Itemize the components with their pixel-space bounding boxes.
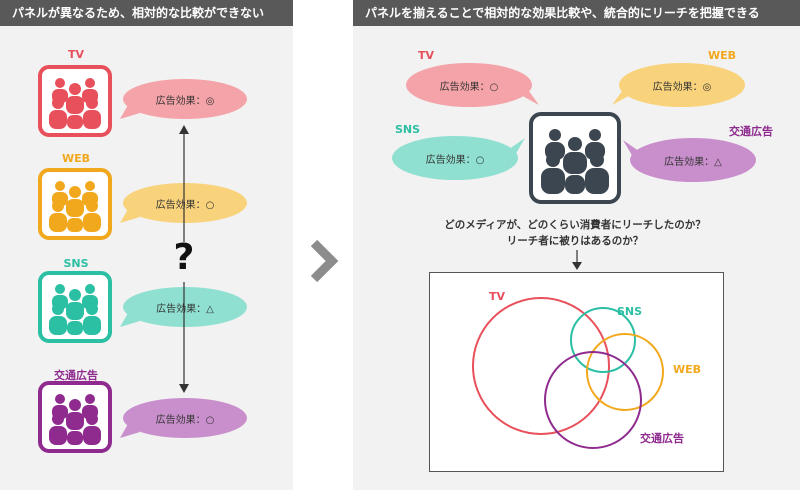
right-bubble-text-web: 広告効果：◎: [652, 82, 712, 93]
right-media-label-kotsu: 交通広告: [729, 125, 773, 138]
arrow-up-icon: [179, 125, 189, 134]
left-panel-title: パネルが異なるため、相対的な比較ができない: [0, 0, 293, 26]
venn-label-kotsu: 交通広告: [640, 432, 684, 445]
left-media-label-sns: SNS: [63, 257, 89, 270]
venn-circle-sns: [570, 307, 636, 373]
right-bubble-text-tv: 広告効果：○: [439, 82, 499, 93]
right-media-label-web: WEB: [708, 49, 737, 62]
venn-circle-web: [586, 333, 664, 411]
left-bubble-text-tv: 広告効果：◎: [155, 96, 215, 107]
arrow-down-icon: [179, 384, 189, 393]
right-media-label-sns: SNS: [395, 123, 421, 136]
left-media-label-tv: TV: [67, 48, 85, 61]
left-bubble-text-web: 広告効果：○: [155, 200, 215, 211]
left-bubble-text-kotsu: 広告効果：○: [155, 415, 215, 426]
right-bubble-text-sns: 広告効果：○: [425, 155, 485, 166]
left-media-label-kotsu: 交通広告: [54, 369, 98, 382]
venn-label-web: WEB: [673, 363, 702, 376]
right-media-label-tv: TV: [418, 49, 435, 62]
venn-circle-tv: [472, 297, 610, 435]
question-mark: ?: [173, 237, 195, 278]
reach-question-line1: どのメディアが、どのくらい消費者にリーチしたのか？: [444, 219, 706, 231]
venn-box: [429, 272, 724, 472]
right-bubble-text-kotsu: 広告効果：△: [664, 157, 722, 168]
venn-label-tv: TV: [489, 290, 506, 303]
people-group-icon: [541, 129, 609, 194]
venn-circle-kotsu: [544, 351, 642, 449]
arrow-down-icon: [572, 262, 582, 270]
reach-question-line2: リーチ者に被りはあるのか？: [506, 235, 644, 247]
left-media-label-web: WEB: [61, 152, 91, 165]
venn-label-sns: SNS: [617, 305, 643, 318]
right-panel-title: パネルを揃えることで相対的な効果比較や、統合的にリーチを把握できる: [353, 0, 800, 26]
left-bubble-text-sns: 広告効果：△: [156, 304, 214, 315]
